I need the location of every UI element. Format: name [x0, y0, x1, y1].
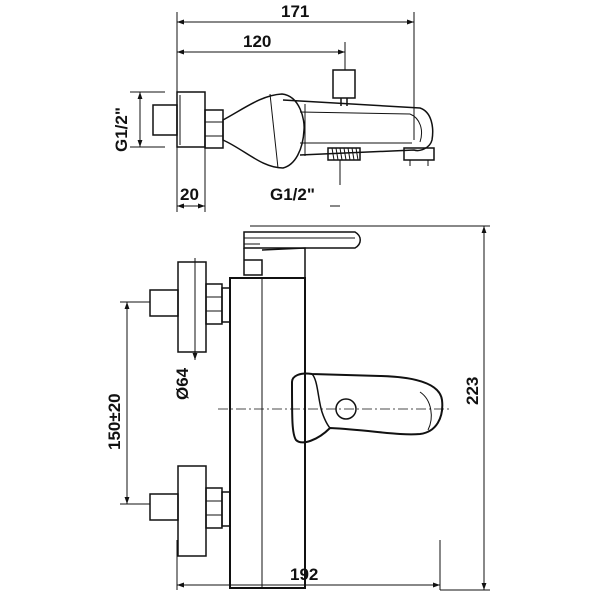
front-lower-flange — [177, 465, 207, 557]
front-view: 223 150±20 Ø64 192 — [105, 225, 490, 591]
front-upper-flange — [177, 261, 207, 353]
top-body — [222, 93, 305, 169]
top-inlet-pipe — [152, 104, 178, 136]
dim-text-64: Ø64 — [173, 367, 192, 400]
top-nut — [204, 109, 224, 149]
dim-text-223: 223 — [463, 377, 482, 405]
front-diverter-knob — [335, 398, 357, 420]
front-lower-inlet-pipe — [149, 493, 179, 521]
top-spout — [282, 99, 434, 156]
dim-text-inlet-thread: G1/2" — [112, 107, 131, 152]
front-lever — [243, 231, 361, 249]
dim-text-outlet-thread: G1/2" — [270, 185, 315, 204]
dim-text-20: 20 — [180, 185, 199, 204]
dim-text-150: 150±20 — [105, 393, 124, 450]
top-lever-knob — [332, 69, 356, 99]
dim-text-120: 120 — [243, 32, 271, 51]
top-view: 171 120 G1/2" 20 G1/2" — [112, 2, 435, 212]
front-body — [229, 277, 306, 589]
dim-text-171: 171 — [281, 2, 309, 21]
front-upper-inlet-pipe — [149, 289, 179, 317]
front-spout — [290, 372, 444, 444]
front-lower-nut — [205, 487, 223, 529]
front-upper-nut — [205, 283, 223, 325]
top-flange — [176, 91, 206, 148]
